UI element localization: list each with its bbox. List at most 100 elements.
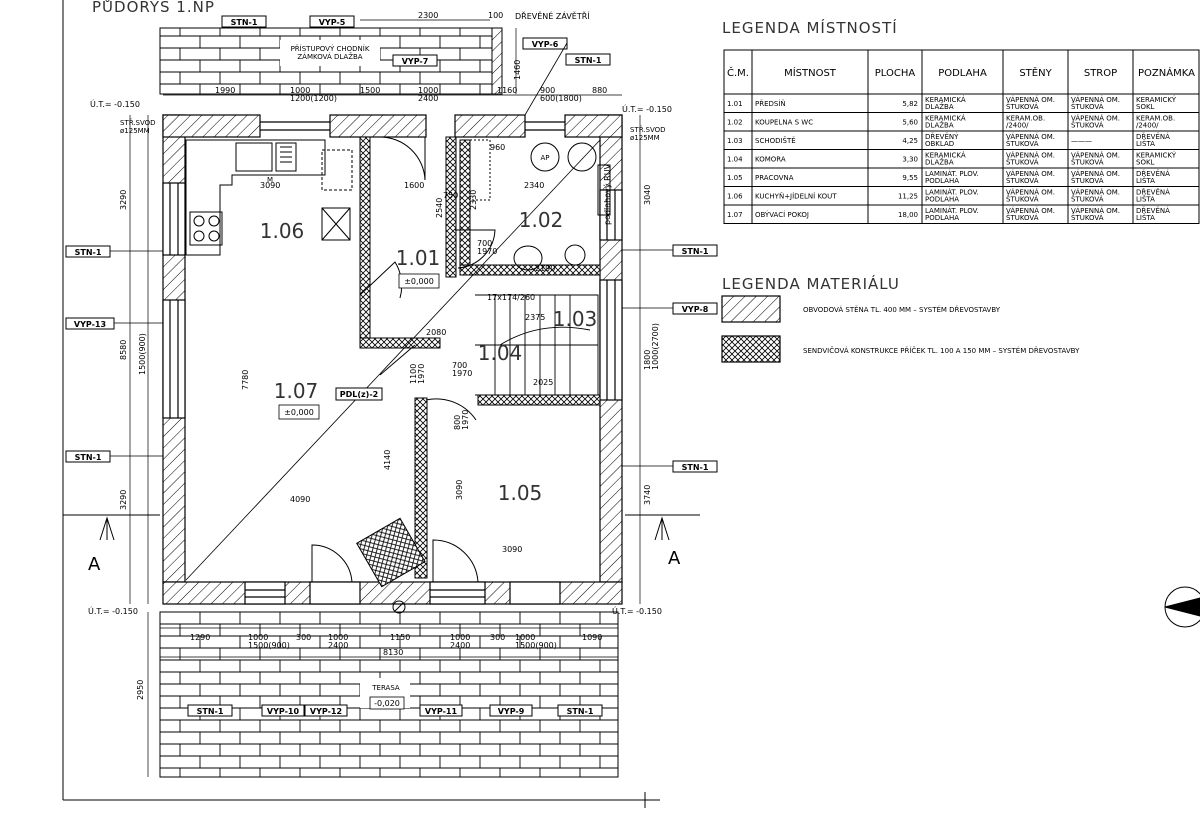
- legend-cell: 4,25: [902, 137, 918, 145]
- svg-text:STN-1: STN-1: [197, 707, 224, 716]
- legend-header-cell: Č.M.: [727, 66, 749, 79]
- legend-header-cell: PLOCHA: [875, 68, 916, 79]
- tag-vyp8: VYP-8: [672, 302, 718, 315]
- dim-top-100: 100: [488, 11, 503, 20]
- svg-text:VYP-6: VYP-6: [532, 40, 559, 49]
- legend-cell: 5,82: [902, 100, 918, 108]
- drawing-frame: [62, 0, 660, 808]
- room-label-1-05: 1.05: [498, 481, 543, 505]
- dim-int-4090: 4090: [290, 495, 310, 504]
- legend-header-cell: PODLAHA: [938, 68, 987, 79]
- dim-int-7780: 7780: [241, 370, 250, 390]
- dim-bottom-2950: 2950: [136, 680, 145, 700]
- svg-text:VYP-9: VYP-9: [498, 707, 525, 716]
- svg-text:VYP-7: VYP-7: [402, 57, 429, 66]
- dim-bottom-1290: 1290: [190, 633, 210, 642]
- legend-cell: 1.07: [727, 211, 743, 219]
- dim-bottom-1090: 1090: [582, 633, 602, 642]
- material-swatch-hatch: [721, 295, 781, 323]
- tag-leaders: [110, 42, 673, 467]
- legend-cell: VÁPENNÁ OM.ŠTUKOVÁ: [1071, 151, 1120, 167]
- legend-cell: 1.05: [727, 174, 743, 182]
- room-labels: 1.06 1.01 ±0,000 1.02 1.03 1.04 1.07 ±0,…: [260, 208, 598, 505]
- material-swatch-crosshatch: [721, 335, 781, 363]
- dim-int-1970a: 11001970: [409, 364, 426, 384]
- room-label-1-07: 1.07: [274, 379, 319, 403]
- legend-cell: 1.06: [727, 193, 743, 201]
- svg-text:VYP-12: VYP-12: [310, 707, 342, 716]
- legend-cell: 3,30: [902, 156, 918, 164]
- dim-int-4140: 4140: [383, 450, 392, 470]
- room-label-1-04: 1.04: [478, 341, 523, 365]
- legend-cell: SCHODIŠTĚ: [755, 136, 796, 145]
- tag-stn1-left2: STN-1: [65, 450, 111, 463]
- legend-cell: VÁPENNÁ OM.ŠTUKOVÁ: [1071, 169, 1120, 185]
- ground-level-bottom-right: Ú.T.= -0.150: [612, 605, 662, 616]
- dim-left-1500: 1500(900): [138, 333, 147, 375]
- legend-cell: VÁPENNÁ OM.ŠTUKOVÁ: [1071, 206, 1120, 222]
- level-1-01: ±0,000: [404, 277, 434, 286]
- legend-cell: KERAM.OB./2400/: [1136, 115, 1175, 130]
- dim-top-2300: 2300: [418, 11, 438, 20]
- room-label-1-03: 1.03: [553, 307, 598, 331]
- svg-text:STN-1: STN-1: [682, 247, 709, 256]
- bathroom-fixtures: [469, 139, 611, 271]
- legend-cell: OBÝVACÍ POKOJ: [755, 210, 809, 219]
- section-mark-right: A: [668, 548, 681, 569]
- tag-vyp13: VYP-13: [65, 317, 115, 330]
- level-box-1-01: [398, 273, 440, 289]
- legend-header-cell: POZNÁMKA: [1138, 66, 1195, 79]
- legend-cell: LAMINÁT. PLOV.PODLAHA: [925, 169, 979, 185]
- dim-int-2540: 2540: [435, 198, 444, 218]
- drawing-title: PŮDORYS 1.NP: [92, 0, 215, 16]
- legend-cell: VÁPENNÁ OM.ŠTUKOVÁ: [1006, 188, 1055, 204]
- legend-cell: 5,60: [902, 119, 918, 127]
- material-legend-title: LEGENDA MATERIÁLU: [722, 274, 900, 293]
- tag-vyp12: VYP-12: [304, 704, 348, 717]
- tag-stn1-left1: STN-1: [65, 245, 111, 258]
- svg-text:VYP-8: VYP-8: [682, 305, 709, 314]
- legend-cell: 18,00: [898, 211, 918, 219]
- material-item-1: OBVODOVÁ STĚNA TL. 400 MM – SYSTÉM DŘEVO…: [803, 305, 1001, 314]
- section-mark-left: A: [88, 554, 101, 575]
- dim-int-3090c: 3090: [502, 545, 522, 554]
- tag-stn1-topright: STN-1: [565, 53, 611, 66]
- level-box-1-07: [278, 404, 320, 420]
- level-1-07: ±0,000: [284, 408, 314, 417]
- legend-cell: VÁPENNÁ OM.ŠTUKOVÁ: [1071, 95, 1120, 111]
- room-label-1-06: 1.06: [260, 219, 305, 243]
- legend-cell: VÁPENNÁ OM.ŠTUKOVÁ: [1071, 114, 1120, 130]
- exterior-walls: [162, 114, 623, 605]
- dim-int-2025: 2025: [533, 378, 553, 387]
- legend-cell: 9,55: [902, 174, 918, 182]
- dim-right-3740: 3740: [643, 485, 652, 505]
- dim-top-1160: 1160: [497, 86, 517, 95]
- entrance-marker: [392, 600, 406, 614]
- ground-level-left: Ú.T.= -0.150: [90, 98, 140, 109]
- tag-vyp9: VYP-9: [489, 704, 533, 717]
- legend-cell: VÁPENNÁ OM.ŠTUKOVÁ: [1006, 95, 1055, 111]
- svg-text:VYP-10: VYP-10: [267, 707, 300, 716]
- dim-int-2330: 2330: [469, 190, 478, 210]
- radiator-note: 2190: [535, 264, 555, 273]
- tag-vyp6: VYP-6: [522, 37, 568, 50]
- room-legend-title: LEGENDA MÍSTNOSTÍ: [722, 18, 898, 37]
- svg-text:STN-1: STN-1: [567, 707, 594, 716]
- legend-header-cell: MÍSTNOST: [784, 66, 837, 79]
- tag-vyp11: VYP-11: [419, 704, 463, 717]
- terrace-level: -0,020: [374, 699, 400, 708]
- dim-bottom-300b: 300: [490, 633, 505, 642]
- tag-stn1-right2: STN-1: [672, 460, 718, 473]
